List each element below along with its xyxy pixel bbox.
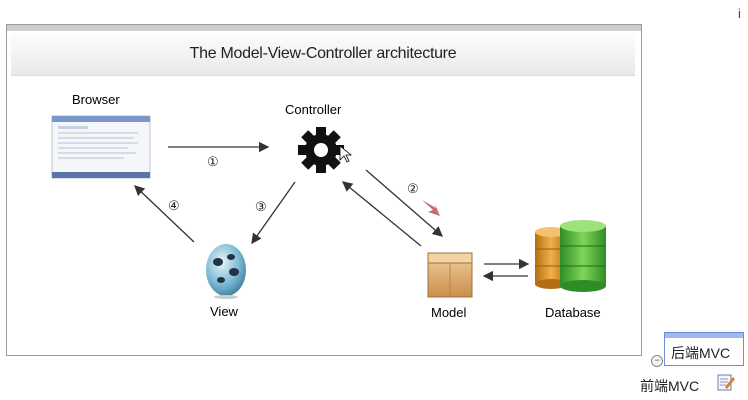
- backend-mvc-label: 后端MVC: [671, 345, 731, 361]
- edit-note-icon[interactable]: [717, 373, 735, 391]
- cursor-icon: [339, 145, 353, 163]
- tag-box-header: [665, 333, 743, 338]
- frame-top-bar: [7, 25, 641, 31]
- gear-icon: [298, 127, 344, 173]
- step-3-label: ③: [255, 199, 267, 214]
- step-1-label: ①: [207, 154, 219, 169]
- pink-arrow-icon: [422, 200, 440, 216]
- crate-icon: [427, 252, 473, 298]
- view-label: View: [210, 304, 239, 319]
- slide-frame: The Model-View-Controller architecture: [6, 24, 642, 356]
- corner-mark: i: [738, 6, 741, 21]
- model-label: Model: [431, 305, 467, 320]
- controller-label: Controller: [285, 102, 342, 117]
- browser-thumbnail-icon: [51, 115, 151, 179]
- backend-mvc-tag[interactable]: 后端MVC: [664, 332, 744, 366]
- collapse-button[interactable]: −: [651, 355, 663, 367]
- database-icon: [535, 220, 606, 292]
- arrow-controller-to-model: [365, 169, 443, 237]
- arrow-view-to-browser: [134, 185, 195, 243]
- step-4-label: ④: [168, 198, 180, 213]
- step-2-label: ②: [407, 181, 419, 196]
- frontend-mvc-label[interactable]: 前端MVC: [640, 378, 700, 394]
- egg-icon: [206, 244, 246, 299]
- arrow-model-to-controller: [341, 181, 422, 247]
- page-title: The Model-View-Controller architecture: [189, 45, 457, 62]
- arrow-controller-to-view: [251, 181, 296, 245]
- database-label: Database: [545, 305, 601, 320]
- browser-label: Browser: [72, 92, 120, 107]
- title-bar: The Model-View-Controller architecture: [11, 33, 635, 76]
